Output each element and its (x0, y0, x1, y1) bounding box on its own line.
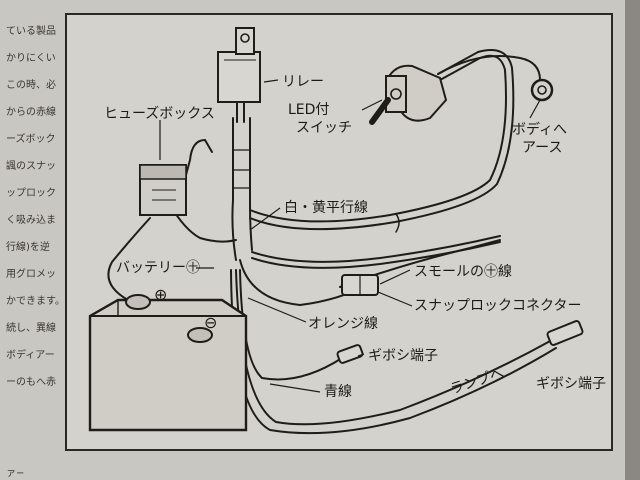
battery-plus-terminal (125, 294, 151, 310)
white-yellow-break (395, 213, 400, 233)
gibosi-terminal-2 (546, 320, 584, 346)
left-column-line: 諷のスナッ (6, 160, 56, 172)
label-orange: オレンジ線 (308, 316, 378, 332)
label-snap-connector: スナップロックコネクター (414, 298, 581, 314)
earth-wire (437, 55, 541, 81)
left-column-line: ボディアー (6, 348, 55, 361)
label-battery-plus: バッテリー㊉ (116, 260, 200, 276)
relay (217, 27, 261, 103)
harness-right-edge (249, 117, 253, 251)
battery (88, 294, 248, 432)
gibosi-terminal-1 (336, 344, 364, 364)
label-blue: 青線 (324, 384, 352, 400)
battery-minus-terminal (187, 327, 213, 343)
label-gibosi-2: ギボシ端子 (536, 376, 606, 392)
label-white-yellow: 白・黄平行線 (284, 199, 368, 216)
label-body-earth-2: アース (522, 140, 562, 156)
leader-lines (159, 79, 541, 393)
left-column-line: からの赤線 (6, 105, 56, 118)
left-column-line: かりにくい (6, 52, 56, 64)
left-column-line: 行線)を逆 (6, 240, 50, 253)
left-column-line: く吸み込ま (6, 214, 56, 226)
fuse-wire-to-battery (107, 217, 151, 301)
left-column-line: かできます。 (6, 295, 65, 307)
fuse-top-hook (185, 138, 213, 176)
label-led-switch-2: スイッチ (296, 120, 352, 136)
switch-wire-inner (249, 49, 515, 231)
harness-left-edge (231, 117, 237, 261)
left-column-line: ーのもへ赤 (6, 376, 56, 388)
label-gibosi-1: ギボシ端子 (368, 348, 438, 364)
fuse-box (139, 164, 187, 216)
left-column-line: 続し、異線 (6, 321, 56, 334)
left-column-line: この時、必 (6, 78, 56, 91)
body-earth-terminal (530, 78, 554, 102)
left-column-line: ーズボック (6, 132, 56, 145)
toggle-lever (369, 97, 391, 125)
left-column-text: ている製品かりにくいこの時、必からの赤線ーズボック諷のスナッップロックく吸み込ま… (6, 24, 65, 388)
left-column-line: 用グロメッ (6, 267, 56, 280)
snap-lock-connector (341, 274, 379, 296)
fuse-wire-to-harness (169, 204, 237, 243)
label-fuse-box: ヒューズボックス (104, 106, 215, 122)
battery-plus-symbol: ⊕ (154, 285, 167, 304)
label-body-earth-1: ボディへ (512, 121, 567, 138)
label-small-plus: スモールの㊉線 (414, 264, 512, 280)
white-yellow-wire-a (251, 235, 501, 263)
left-column-line: ている製品 (6, 24, 56, 37)
battery-minus-symbol: ⊖ (204, 313, 217, 332)
led-switch (369, 64, 448, 125)
relay-wire (236, 99, 245, 123)
switch-wire-outer (249, 54, 507, 223)
bottom-corner-text: ァ− (6, 468, 24, 479)
blue-wire-a (235, 269, 553, 426)
left-column-line: ップロック (6, 187, 56, 199)
label-led-switch-1: LED付 (288, 102, 329, 118)
harness-tape (233, 149, 250, 189)
label-relay: リレー (282, 74, 324, 90)
